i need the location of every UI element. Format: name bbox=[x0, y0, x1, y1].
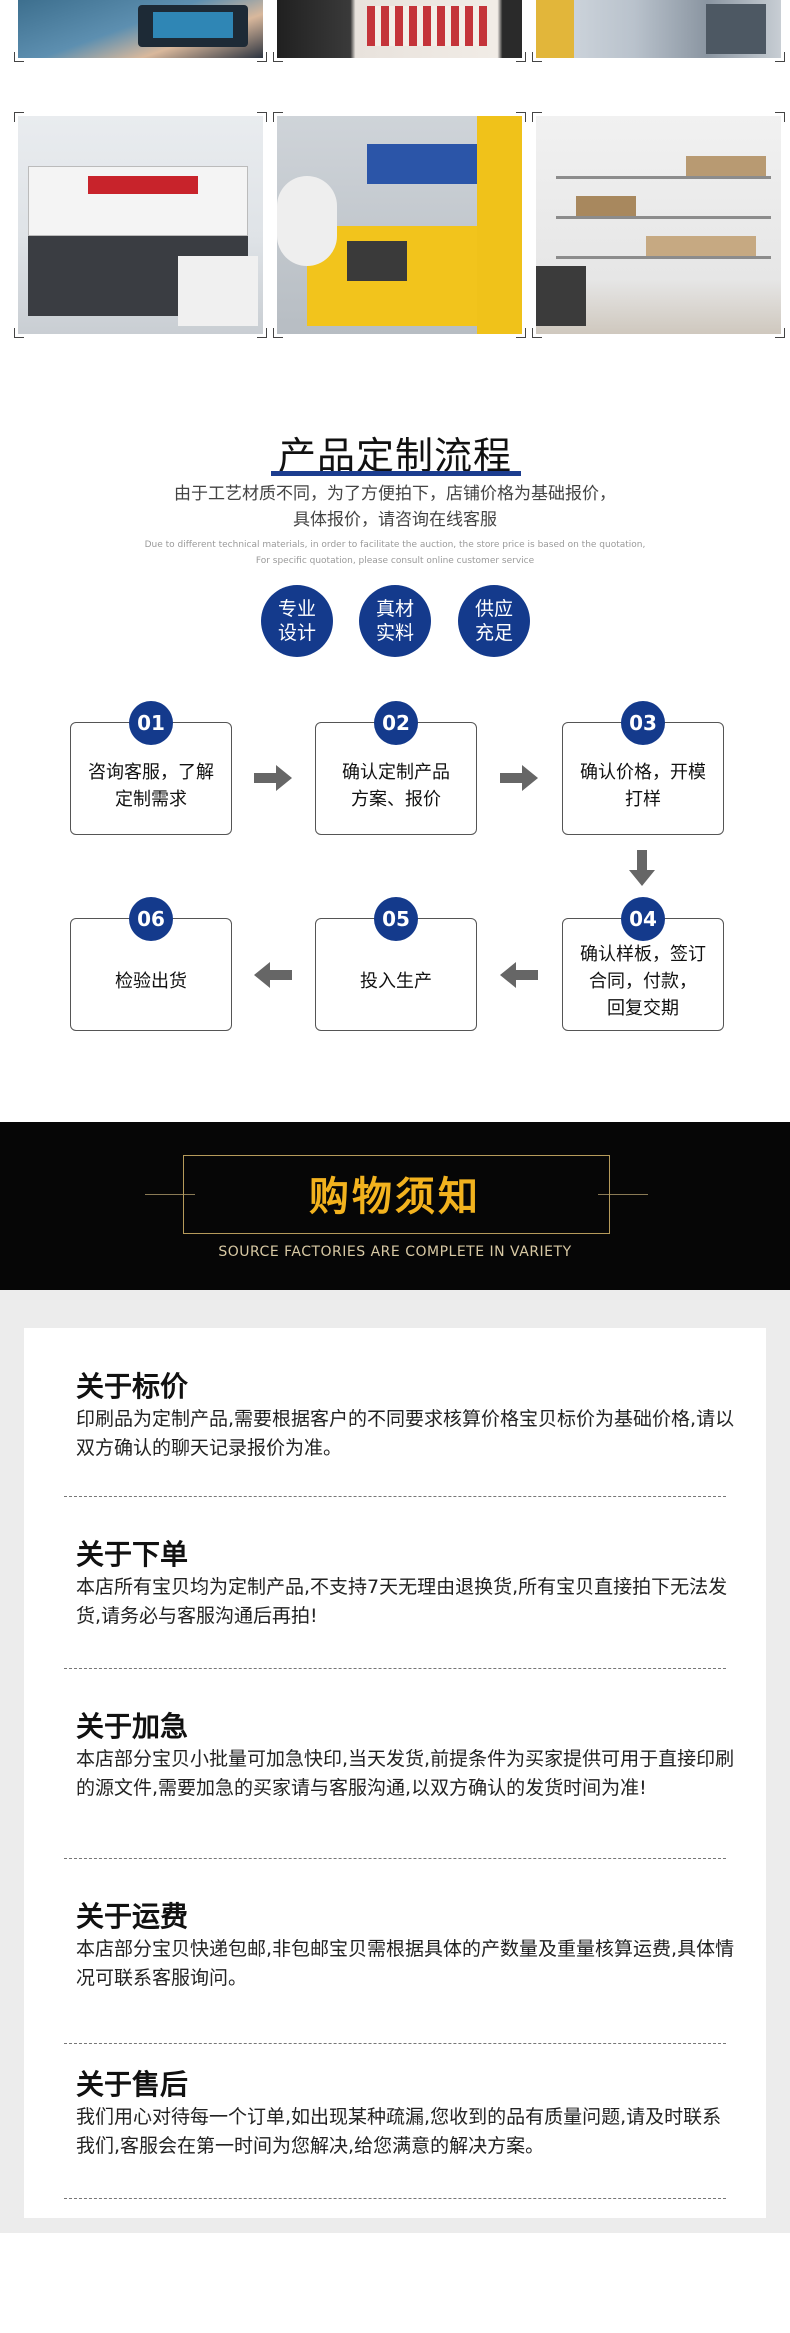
arrow-down-icon bbox=[629, 850, 655, 886]
banner-right-rule bbox=[598, 1194, 648, 1195]
notice-divider bbox=[64, 2198, 726, 2199]
step-02-number: 02 bbox=[374, 701, 418, 745]
shopping-notice-banner: 购物须知 SOURCE FACTORIES ARE COMPLETE IN VA… bbox=[0, 1122, 790, 1290]
step-06-label: 检验出货 bbox=[115, 971, 187, 992]
step-05-label: 投入生产 bbox=[360, 971, 432, 992]
step-03-label: 确认价格，开模 打样 bbox=[580, 761, 706, 810]
notice-divider bbox=[64, 1668, 726, 1669]
factory-photo-sticker-sheet bbox=[273, 0, 526, 62]
process-subtitle-line1: 由于工艺材质不同，为了方便拍下，店铺价格为基础报价， bbox=[174, 484, 616, 504]
step-01-number: 01 bbox=[129, 701, 173, 745]
process-title: 产品定制流程 bbox=[277, 434, 512, 478]
notice-order-text: 本店所有宝贝均为定制产品,不支持7天无理由退换货,所有宝贝直接拍下无法发货,请务… bbox=[76, 1576, 728, 1627]
notice-order-title: 关于下单 bbox=[76, 1538, 189, 1571]
notice-aftersale-title: 关于售后 bbox=[76, 2068, 189, 2101]
notice-aftersale-text: 我们用心对待每一个订单,如出现某种疏漏,您收到的品有质量问题,请及时联系我们,客… bbox=[76, 2106, 722, 2157]
banner-title-frame bbox=[183, 1155, 610, 1234]
arrow-left-icon bbox=[500, 962, 538, 988]
badge-professional-design: 专业 设计 bbox=[261, 585, 333, 657]
factory-photo-printer bbox=[14, 112, 267, 338]
banner-title: 购物须知 bbox=[309, 1174, 481, 1220]
notice-divider bbox=[64, 2043, 726, 2044]
arrow-left-icon bbox=[254, 962, 292, 988]
notice-price-title: 关于标价 bbox=[76, 1370, 189, 1403]
factory-photo-grid bbox=[0, 0, 790, 345]
notice-shipping-title: 关于运费 bbox=[76, 1900, 189, 1933]
factory-photo-heat-press bbox=[273, 112, 526, 338]
notice-rush-title: 关于加急 bbox=[76, 1710, 189, 1743]
process-english-line2: For specific quotation, please consult o… bbox=[255, 556, 535, 566]
notice-divider bbox=[64, 1496, 726, 1497]
step-03-number: 03 bbox=[621, 701, 665, 745]
factory-photo-operator bbox=[14, 0, 267, 62]
factory-photo-workshop bbox=[532, 0, 785, 62]
arrow-right-icon bbox=[500, 765, 538, 791]
step-01-label: 咨询客服，了解 定制需求 bbox=[88, 761, 214, 810]
process-title-underline bbox=[271, 471, 521, 476]
arrow-right-icon bbox=[254, 765, 292, 791]
notice-rush-text: 本店部分宝贝小批量可加急快印,当天发货,前提条件为买家提供可用于直接印刷的源文件… bbox=[76, 1748, 735, 1799]
banner-subtitle: SOURCE FACTORIES ARE COMPLETE IN VARIETY bbox=[218, 1244, 572, 1260]
step-04-number: 04 bbox=[621, 897, 665, 941]
process-english-line1: Due to different technical materials, in… bbox=[144, 540, 646, 550]
process-subtitle-line2: 具体报价，请咨询在线客服 bbox=[293, 510, 497, 530]
step-04-label: 确认样板，签订 合同，付款， 回复交期 bbox=[580, 944, 706, 1019]
step-06-box: 检验出货 bbox=[70, 918, 232, 1031]
factory-photo-shelves bbox=[532, 112, 785, 338]
step-02-label: 确认定制产品 方案、报价 bbox=[342, 761, 450, 810]
badge-genuine-materials: 真材 实料 bbox=[359, 585, 431, 657]
notice-price-text: 印刷品为定制产品,需要根据客户的不同要求核算价格宝贝标价为基础价格,请以双方确认… bbox=[76, 1408, 735, 1459]
badge-ample-supply: 供应 充足 bbox=[458, 585, 530, 657]
step-06-number: 06 bbox=[129, 897, 173, 941]
notice-divider bbox=[64, 1858, 726, 1859]
notice-card bbox=[24, 1328, 766, 2218]
step-05-number: 05 bbox=[374, 897, 418, 941]
banner-left-rule bbox=[145, 1194, 195, 1195]
notice-shipping-text: 本店部分宝贝快递包邮,非包邮宝贝需根据具体的产数量及重量核算运费,具体情况可联系… bbox=[76, 1938, 735, 1989]
